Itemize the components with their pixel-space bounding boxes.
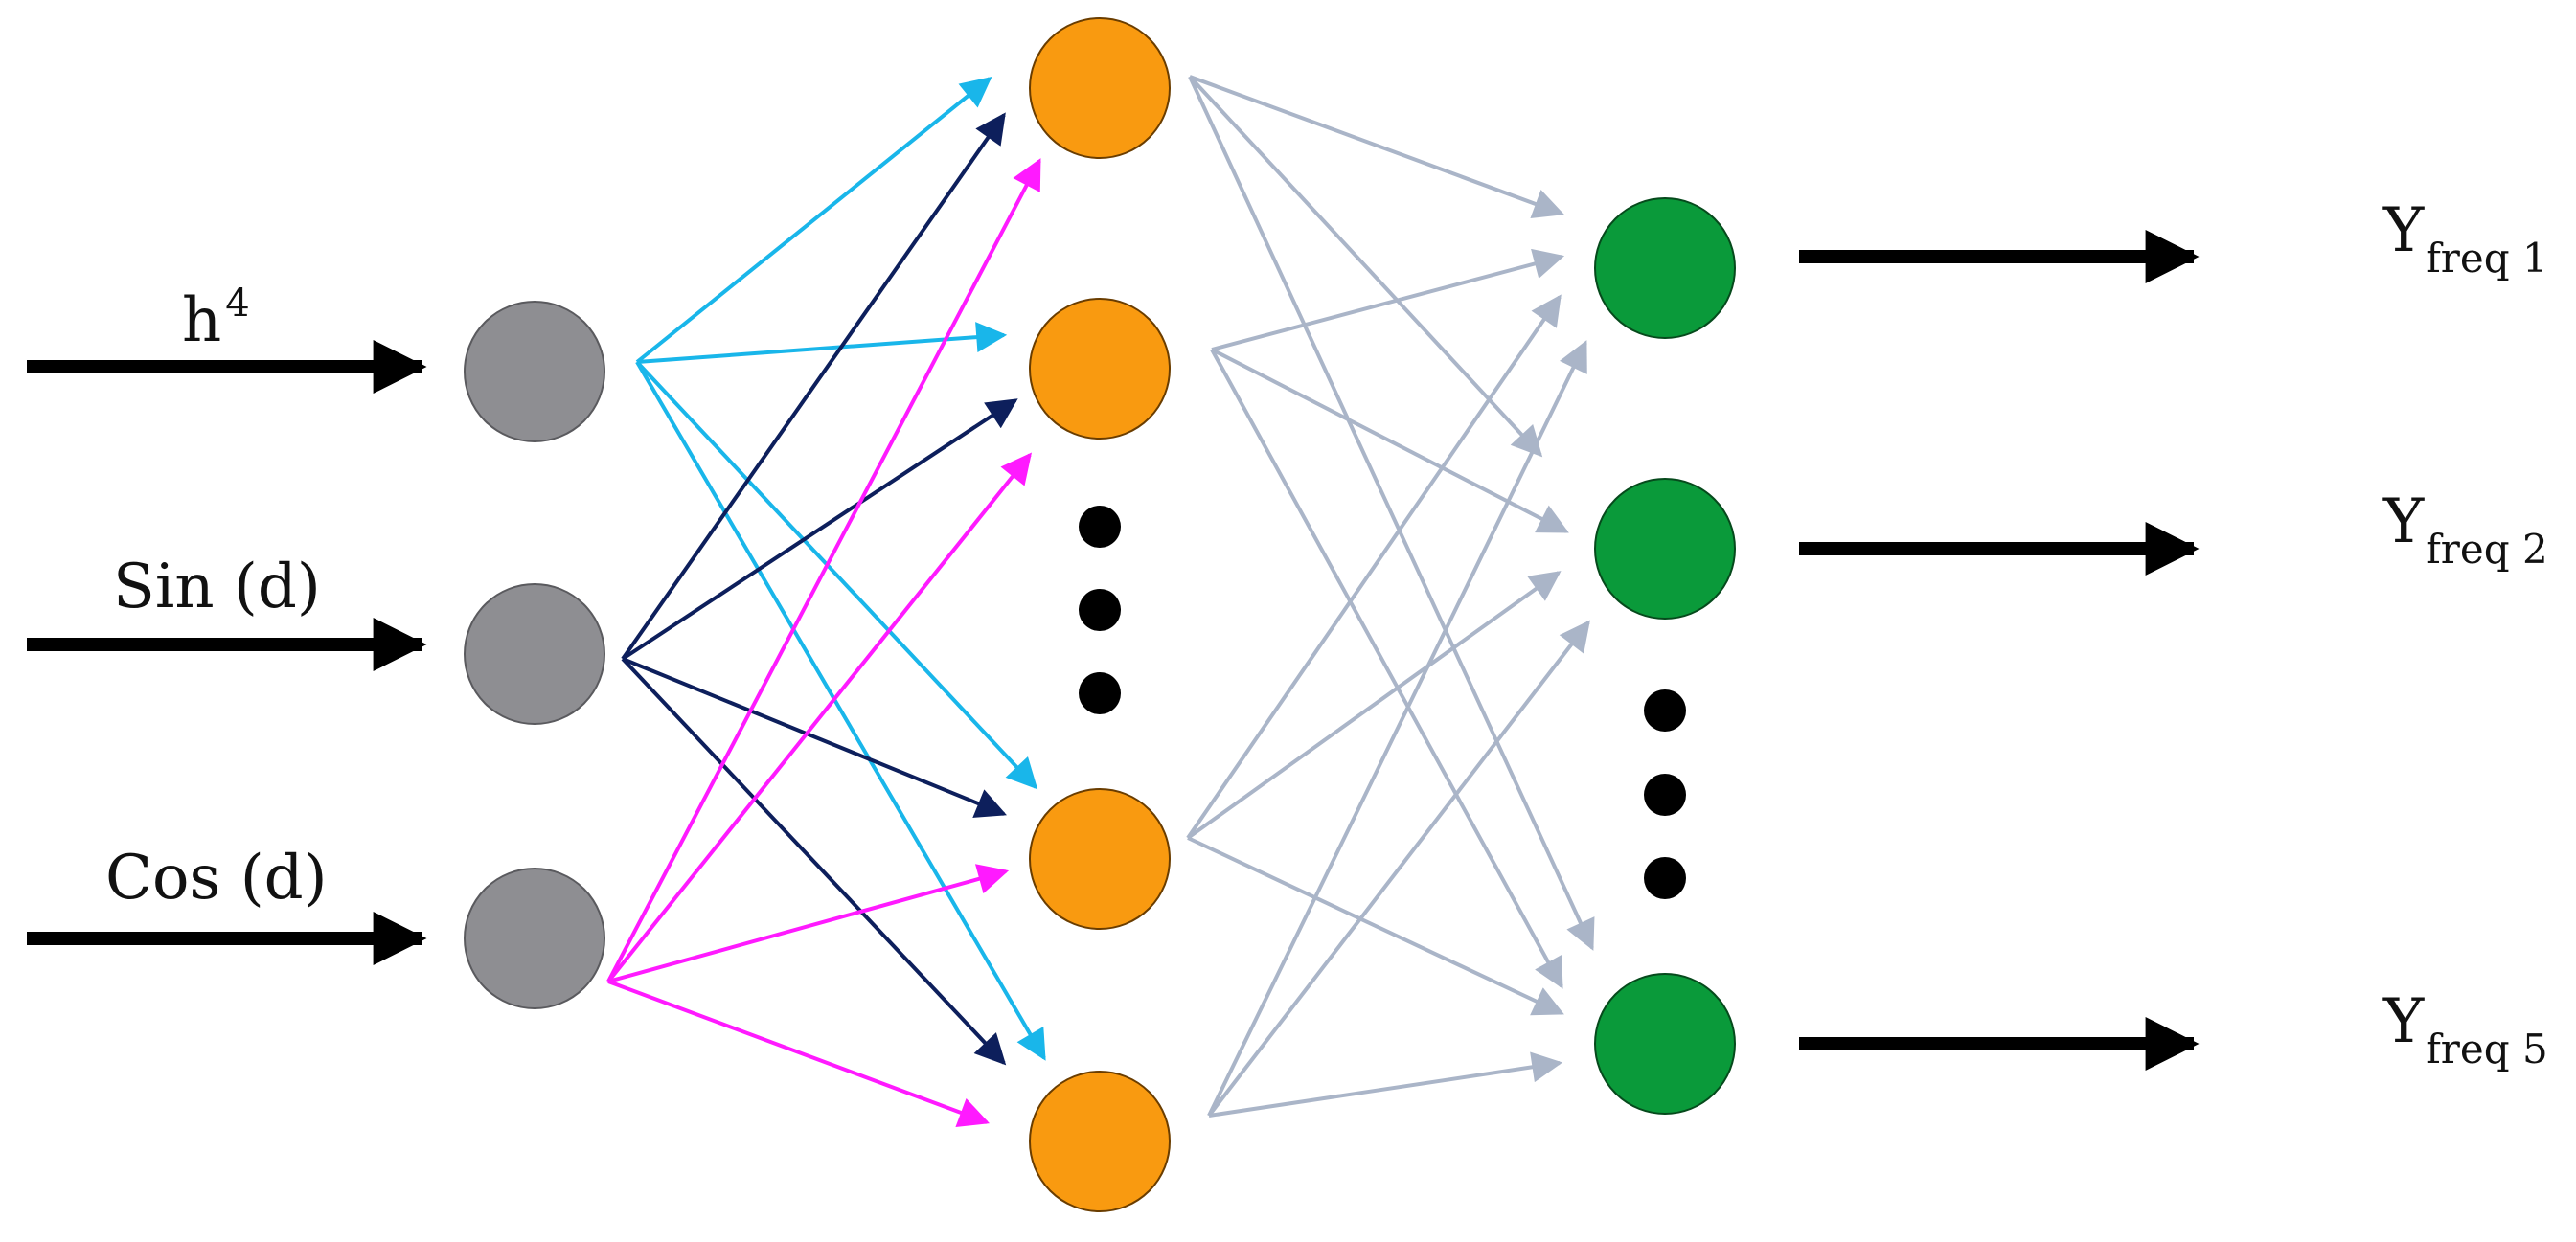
ellipsis-dot [1079, 589, 1121, 631]
connection-arrow [1208, 1051, 1563, 1118]
output-node [1594, 973, 1736, 1115]
connection-arrow [621, 112, 1006, 661]
input-label-cos: Cos (d) [105, 843, 328, 914]
output-layer [1594, 197, 1736, 1115]
input-arrows [27, 340, 427, 965]
hidden-node [1029, 1071, 1171, 1212]
hidden-node [1029, 17, 1171, 159]
connection-arrow [1188, 75, 1543, 458]
ellipsis-dot [1644, 774, 1686, 816]
input-layer [464, 301, 605, 1009]
connection-arrow [1207, 340, 1587, 1117]
connection-arrow [1210, 349, 1563, 989]
output-label-freq2: Yfreq 2 [2382, 486, 2548, 573]
connections-input3-hidden [606, 158, 1041, 1127]
connection-arrow [607, 864, 1010, 983]
connection-arrow [606, 452, 1032, 983]
output-label-freq1: Yfreq 1 [2382, 195, 2548, 282]
connections-input1-hidden [635, 76, 1046, 1061]
connection-arrow [621, 657, 1007, 1066]
ellipsis-dot [1079, 672, 1121, 714]
input-node [464, 301, 605, 442]
connection-arrow [635, 76, 992, 364]
connection-arrow [1188, 76, 1595, 951]
output-arrows [1799, 230, 2200, 1071]
connections-hidden-output [1186, 75, 1595, 1118]
connection-arrow [1186, 571, 1562, 840]
hidden-node [1029, 298, 1171, 440]
connection-arrow [1187, 836, 1564, 1016]
ellipsis-dot [1644, 857, 1686, 899]
connection-arrow [635, 360, 1046, 1061]
connection-arrow [1186, 294, 1562, 840]
connection-arrow [636, 322, 1008, 364]
output-label-freq5: Yfreq 5 [2382, 986, 2548, 1073]
connection-arrow [1207, 620, 1590, 1118]
output-labels: Yfreq 1 Yfreq 2 Yfreq 5 [2382, 195, 2548, 1073]
connection-arrow [1211, 248, 1565, 351]
connection-arrow [606, 158, 1041, 982]
output-node [1594, 197, 1736, 339]
connections-input2-hidden [621, 112, 1018, 1066]
ellipsis-dot [1644, 689, 1686, 732]
hidden-layer [1029, 17, 1171, 1212]
connection-arrow [622, 657, 1007, 818]
input-label-sin: Sin (d) [113, 552, 321, 622]
input-node [464, 868, 605, 1009]
connection-arrow [1189, 75, 1565, 219]
hidden-node [1029, 788, 1171, 930]
ellipsis-dot [1079, 506, 1121, 548]
connection-arrow [607, 980, 990, 1127]
input-node [464, 583, 605, 725]
connection-arrow [635, 360, 1038, 790]
connection-arrow [621, 398, 1018, 661]
output-node [1594, 478, 1736, 620]
